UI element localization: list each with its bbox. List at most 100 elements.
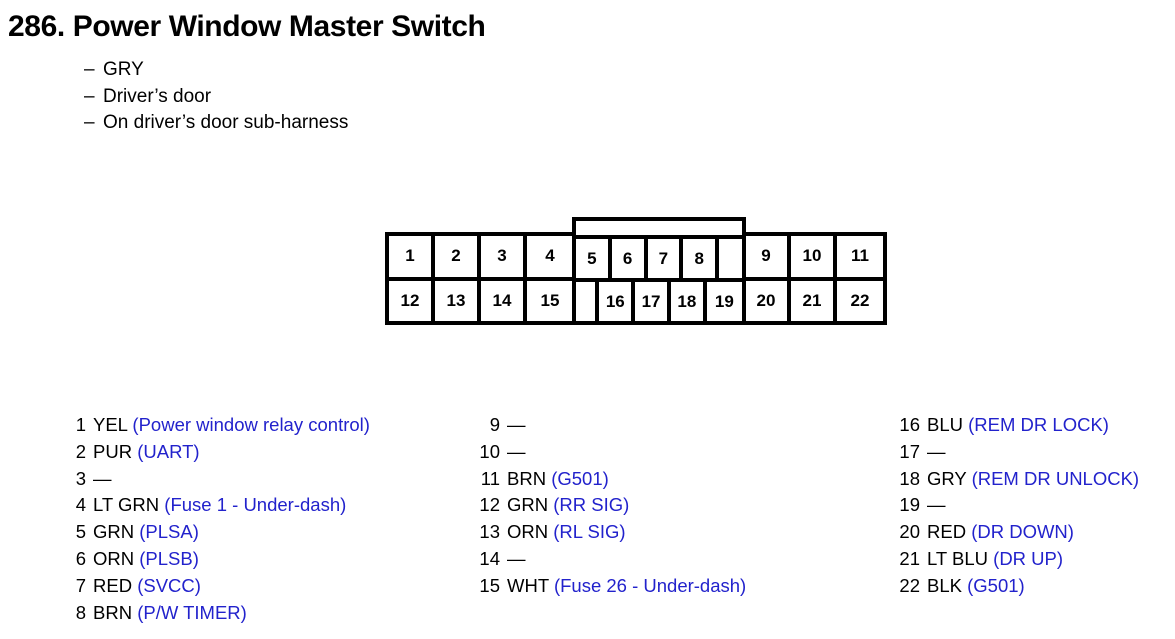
pin-description: PUR (UART) (93, 439, 200, 466)
pin-description: GRY (REM DR UNLOCK) (927, 466, 1139, 493)
connector-pin-cell-16: 16 (599, 282, 636, 321)
pin-wire-color: — (507, 547, 526, 569)
pin-number: 6 (75, 547, 86, 569)
pin-row-16: 16 BLU (REM DR LOCK) (898, 412, 1139, 439)
pin-row-21: 21 LT BLU (DR UP) (898, 546, 1139, 573)
pin-wire-color: PUR (93, 440, 133, 462)
pin-row-4: 4 LT GRN (Fuse 1 - Under-dash) (64, 492, 370, 519)
pin-description: — (507, 546, 526, 573)
pin-wire-color: RED (93, 574, 133, 596)
detail-dash: – (84, 59, 95, 80)
pin-description: ORN (PLSB) (93, 546, 199, 573)
pin-number: 3 (75, 467, 86, 489)
connector-blank-cell (576, 282, 600, 321)
connector-pin-cell-2: 2 (435, 236, 481, 277)
pin-row-13: 13 ORN (RL SIG) (478, 519, 746, 546)
pin-description: — (507, 439, 526, 466)
detail-dash: – (84, 85, 95, 107)
pin-number: 1 (75, 414, 86, 435)
connector-pin-cell-22: 22 (837, 280, 883, 321)
pin-function: (PLSB) (139, 547, 199, 569)
pin-number: 18 (899, 467, 920, 489)
pin-description: GRN (PLSA) (93, 519, 199, 546)
connector-pin-cell-15: 15 (527, 280, 573, 321)
pin-description: BRN (P/W TIMER) (93, 600, 247, 627)
pin-function: (Power window relay control) (132, 414, 370, 435)
pin-row-15: 15 WHT (Fuse 26 - Under-dash) (478, 573, 746, 600)
pin-wire-color: ORN (93, 547, 135, 569)
connector-pin-cell-6: 6 (611, 239, 648, 278)
pin-wire-color: BRN (93, 601, 133, 623)
pin-function: (Fuse 26 - Under-dash) (553, 574, 747, 596)
pin-function: (P/W TIMER) (137, 601, 247, 623)
pin-function: (DR UP) (993, 547, 1064, 569)
connector-pin-cell-20: 20 (745, 280, 791, 321)
pin-row-19: 19— (898, 492, 1139, 519)
pin-number: 21 (899, 547, 920, 569)
pin-description: RED (SVCC) (93, 573, 201, 600)
pin-number: 7 (75, 574, 86, 596)
pin-number: 11 (480, 467, 500, 489)
connector-detail-line: –Driver’s door (84, 84, 348, 111)
pin-wire-color: BRN (507, 467, 547, 489)
connector-pin-cell-5: 5 (576, 239, 612, 278)
connector-pin-cell-11: 11 (837, 236, 883, 277)
pin-number: 13 (479, 521, 500, 543)
connector-pin-cell-10: 10 (791, 236, 837, 277)
pin-wire-color: — (93, 467, 112, 489)
pin-function: (REM DR LOCK) (968, 414, 1109, 435)
pin-wire-color: — (927, 440, 946, 462)
pin-row-8: 8 BRN (P/W TIMER) (64, 600, 370, 627)
connector-detail-line: –GRY (84, 57, 348, 84)
connector-pin-cell-3: 3 (481, 236, 527, 277)
pin-number: 8 (75, 601, 86, 623)
pin-wire-color: BLU (927, 414, 963, 435)
connector-center-raised-strip (576, 221, 742, 239)
pin-number: 19 (899, 494, 920, 516)
pin-row-11: 11 BRN (G501) (478, 466, 746, 493)
pin-number: 22 (899, 574, 920, 596)
connector-pin-cell-9: 9 (745, 236, 791, 277)
pin-description: LT GRN (Fuse 1 - Under-dash) (93, 492, 346, 519)
pin-wire-color: BLK (927, 574, 962, 596)
pin-description: ORN (RL SIG) (507, 519, 626, 546)
pin-wire-color: WHT (507, 574, 549, 596)
pin-wire-color: LT BLU (927, 547, 989, 569)
pin-number: 16 (899, 414, 920, 435)
connector-detail-list: –GRY–Driver’s door–On driver’s door sub-… (84, 57, 348, 137)
pin-description: BLK (G501) (927, 573, 1025, 600)
pin-row-9: 9— (478, 412, 746, 439)
pin-number: 14 (479, 547, 500, 569)
pin-function: (SVCC) (137, 574, 201, 596)
connector-pin-cell-7: 7 (647, 239, 684, 278)
connector-pin-cell-19: 19 (706, 282, 742, 321)
connector-pin-cell-14: 14 (481, 280, 527, 321)
pin-number: 2 (75, 440, 86, 462)
pin-function: (G501) (551, 467, 609, 489)
pin-row-17: 17 — (898, 439, 1139, 466)
connector-pin-cell-1: 1 (389, 236, 435, 277)
pin-row-2: 2 PUR (UART) (64, 439, 370, 466)
pin-number: 5 (75, 521, 86, 543)
pin-number: 10 (479, 440, 500, 462)
detail-dash: – (84, 112, 95, 133)
pin-function: (G501) (967, 574, 1025, 596)
pin-description: BRN (G501) (507, 466, 609, 493)
connector-pin-cell-17: 17 (635, 282, 671, 321)
pin-number: 4 (75, 494, 86, 516)
pin-wire-color: — (507, 414, 526, 435)
pin-number: 17 (899, 440, 920, 462)
pin-number: 15 (479, 574, 500, 596)
pin-wire-color: ORN (507, 521, 549, 543)
pin-wire-color: — (507, 440, 526, 462)
pin-description: BLU (REM DR LOCK) (927, 412, 1109, 439)
